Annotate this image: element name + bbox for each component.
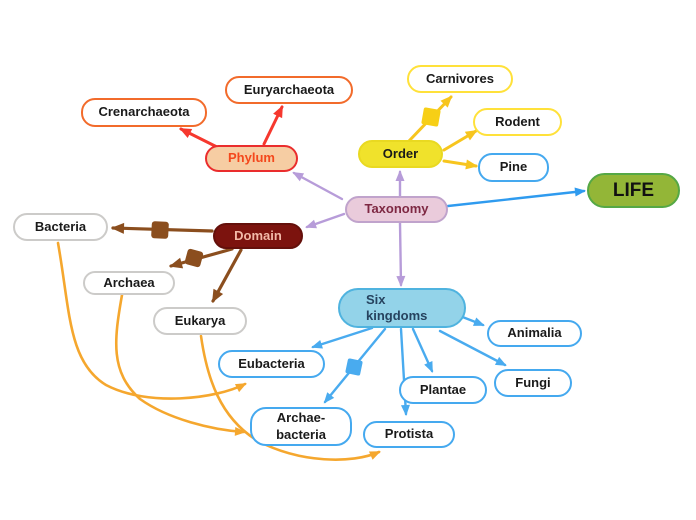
edge-order-pine — [442, 159, 478, 170]
node-pine-label: Pine — [499, 159, 528, 175]
edge-six-kingdoms-plantae — [411, 327, 434, 373]
edge-six-kingdoms-eubacteria — [311, 326, 374, 349]
node-life-label: LIFE — [612, 179, 655, 201]
node-euryarchaeota[interactable]: Euryarchaeota — [225, 76, 353, 104]
node-bacteria-label: Bacteria — [34, 218, 87, 234]
node-animalia[interactable]: Animalia — [487, 320, 582, 347]
node-archaea-label: Archaea — [103, 274, 155, 290]
node-eukarya-label: Eukarya — [174, 312, 226, 328]
node-crenarchaeota-label: Crenarchaeota — [98, 104, 190, 120]
node-eukarya[interactable]: Eukarya — [153, 307, 247, 335]
edge-archaea-archaebacteria — [115, 293, 246, 436]
node-phylum[interactable]: Phylum — [205, 145, 298, 172]
node-eubacteria[interactable]: Eubacteria — [218, 350, 325, 378]
edge-six-kingdoms-animalia — [458, 314, 485, 327]
edge-order-rodent — [442, 129, 478, 152]
node-carnivores-label: Carnivores — [426, 70, 494, 86]
node-eubacteria-label: Eubacteria — [238, 355, 305, 371]
edge-six-kingdoms-fungi — [438, 329, 507, 367]
edge-bacteria-eubacteria — [56, 241, 247, 400]
square-handle-domain-bacteria[interactable] — [151, 221, 169, 239]
node-archaebacteria[interactable]: Archae- bacteria — [250, 407, 352, 446]
node-crenarchaeota[interactable]: Crenarchaeota — [81, 98, 207, 127]
node-life[interactable]: LIFE — [587, 173, 680, 208]
node-taxonomy[interactable]: Taxonomy — [345, 196, 448, 223]
node-plantae[interactable]: Plantae — [399, 376, 487, 404]
node-animalia-label: Animalia — [507, 325, 562, 341]
edge-phylum-crenarchaeota — [179, 127, 219, 149]
node-taxonomy-label: Taxonomy — [364, 201, 429, 217]
square-handle-six-kingdoms-archaebacteria[interactable] — [345, 358, 363, 376]
node-six-kingdoms[interactable]: Six kingdoms — [338, 288, 466, 328]
node-fungi-label: Fungi — [515, 374, 551, 390]
node-archaea[interactable]: Archaea — [83, 271, 175, 295]
node-protista[interactable]: Protista — [363, 421, 455, 448]
node-bacteria[interactable]: Bacteria — [13, 213, 108, 241]
edge-domain-eukarya — [211, 248, 243, 303]
node-rodent[interactable]: Rodent — [473, 108, 562, 136]
edge-phylum-euryarchaeota — [262, 105, 284, 146]
node-fungi[interactable]: Fungi — [494, 369, 572, 397]
node-euryarchaeota-label: Euryarchaeota — [243, 81, 335, 97]
node-domain-label: Domain — [234, 227, 282, 243]
node-domain[interactable]: Domain — [213, 223, 303, 249]
node-six-kingdoms-label: Six kingdoms — [366, 291, 428, 323]
square-handle-domain-archaea[interactable] — [184, 248, 204, 268]
edge-taxonomy-domain — [305, 212, 346, 229]
node-rodent-label: Rodent — [495, 113, 540, 129]
node-protista-label: Protista — [384, 426, 434, 442]
node-carnivores[interactable]: Carnivores — [407, 65, 513, 93]
node-plantae-label: Plantae — [419, 381, 467, 397]
node-phylum-label: Phylum — [228, 150, 275, 166]
edge-taxonomy-phylum — [292, 171, 344, 201]
edge-taxonomy-six-kingdoms — [396, 221, 406, 287]
square-handle-order-carnivores[interactable] — [421, 107, 441, 127]
node-pine[interactable]: Pine — [478, 153, 549, 182]
node-order[interactable]: Order — [358, 140, 443, 168]
node-archaebacteria-label: Archae- bacteria — [276, 410, 326, 442]
edge-taxonomy-life — [446, 187, 586, 208]
node-order-label: Order — [382, 145, 419, 161]
